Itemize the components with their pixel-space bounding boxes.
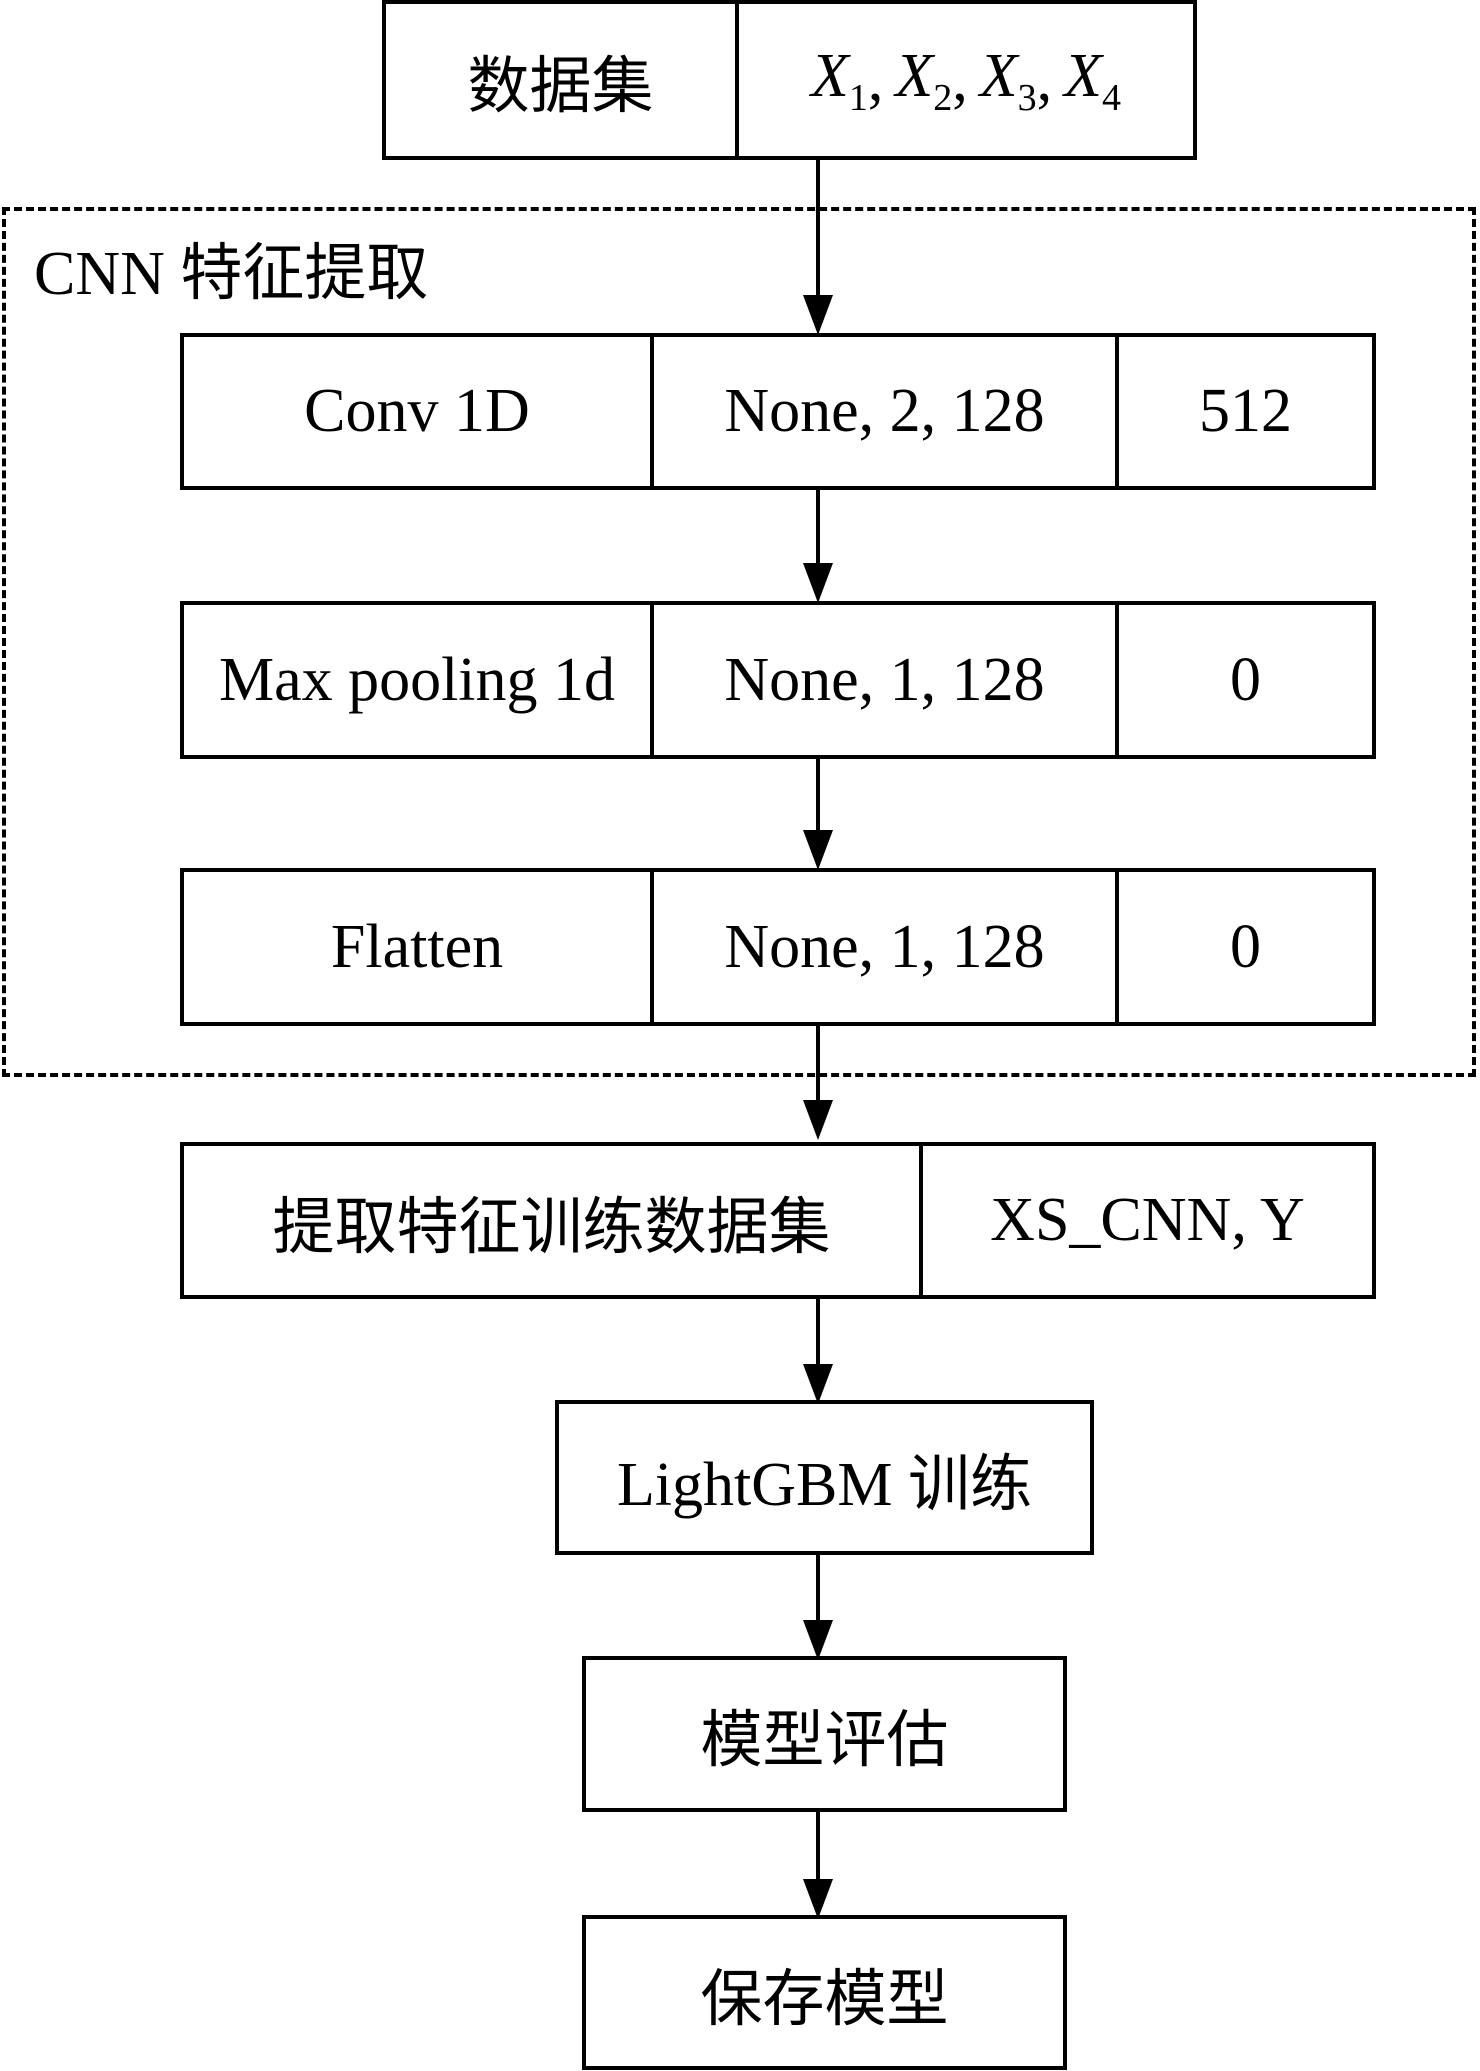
layer-output-shape: None, 2, 128 <box>650 337 1115 486</box>
evaluate-label: 模型评估 <box>700 1707 949 1775</box>
arrowhead <box>803 1620 833 1660</box>
dataset-label: 数据集 <box>467 53 654 121</box>
features-label: 提取特征训练数据集 <box>272 1193 831 1262</box>
evaluate-box: 模型评估 <box>582 1656 1067 1812</box>
save-model-box: 保存模型 <box>582 1915 1067 2070</box>
layer-params: 0 <box>1115 872 1372 1022</box>
arrowhead <box>803 295 833 335</box>
dataset-var: X2 <box>895 41 953 119</box>
layer-output-shape: None, 1, 128 <box>650 605 1115 755</box>
arrowhead <box>803 830 833 870</box>
layer-row-conv1d: Conv 1D None, 2, 128 512 <box>180 333 1376 490</box>
cnn-feature-extraction-group <box>2 207 1476 1077</box>
layer-params: 0 <box>1115 605 1372 755</box>
arrowhead <box>803 563 833 603</box>
save-label: 保存模型 <box>700 1965 949 2034</box>
layer-params: 512 <box>1115 337 1372 486</box>
lightgbm-train-box: LightGBM 训练 <box>555 1400 1094 1555</box>
dataset-var: X1 <box>811 41 868 119</box>
layer-name: Flatten <box>330 912 504 981</box>
dataset-variables: X1, X2, X3, X4 <box>735 4 1193 156</box>
layer-row-flatten: Flatten None, 1, 128 0 <box>180 868 1376 1026</box>
dataset-var: X4 <box>1064 41 1121 119</box>
arrowhead <box>803 1100 833 1140</box>
dataset-box: 数据集 X1, X2, X3, X4 <box>382 0 1197 160</box>
features-value: XS_CNN, Y <box>919 1146 1372 1295</box>
arrowhead <box>803 1364 833 1404</box>
layer-name: Max pooling 1d <box>218 645 616 714</box>
layer-output-shape: None, 1, 128 <box>650 872 1115 1022</box>
train-label: LightGBM 训练 <box>616 1450 1033 1519</box>
features-box: 提取特征训练数据集 XS_CNN, Y <box>180 1142 1376 1299</box>
cnn-group-label: CNN 特征提取 <box>34 240 429 308</box>
layer-name: Conv 1D <box>304 377 530 445</box>
layer-row-maxpooling1d: Max pooling 1d None, 1, 128 0 <box>180 601 1376 759</box>
arrowhead <box>803 1879 833 1919</box>
dataset-var: X3 <box>979 41 1037 119</box>
